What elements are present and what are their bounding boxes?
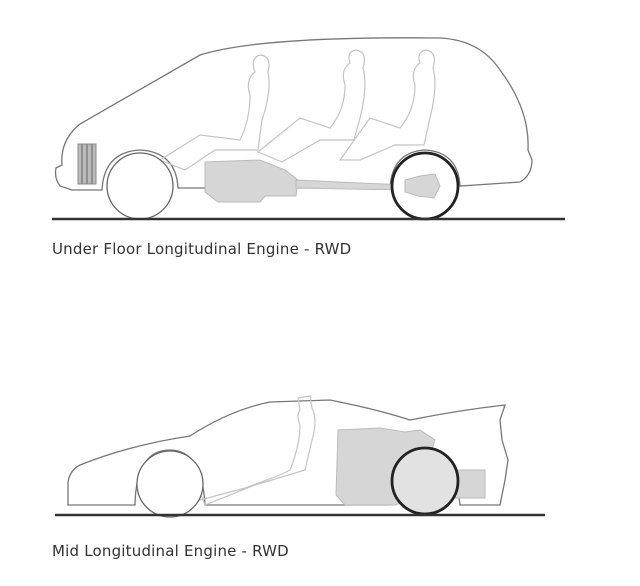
minivan-front-wheel [106,152,174,220]
minivan-occupants [158,49,436,171]
sports-car-driver [194,395,316,506]
sports-car-front-wheel [136,450,204,518]
minivan-rear-differential [404,173,441,199]
minivan-body-outline [54,37,533,191]
minivan-diagram [52,37,565,221]
sports-car-diagram [55,395,545,518]
minivan-driveshaft [295,179,406,191]
minivan-engine [204,159,299,203]
caption-under-floor-engine: Under Floor Longitudinal Engine - RWD [52,240,352,258]
minivan-grille [77,143,97,185]
caption-mid-engine: Mid Longitudinal Engine - RWD [52,542,289,560]
sports-car-gearbox [454,469,486,499]
sports-car-rear-drive-wheel [390,446,460,516]
